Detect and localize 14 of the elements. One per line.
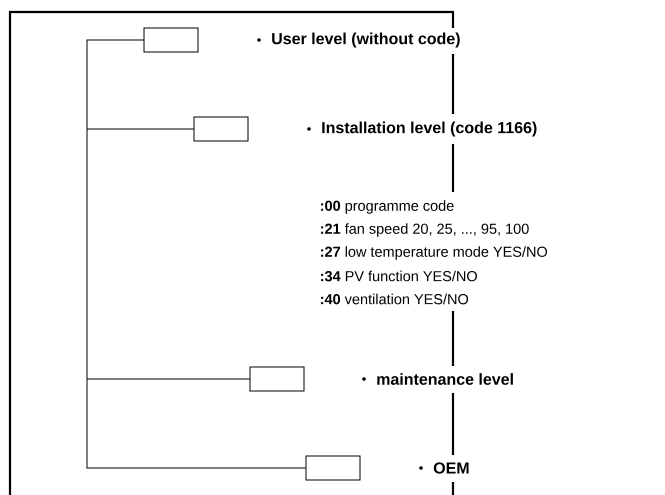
list-item: maintenance level bbox=[362, 371, 516, 387]
parameter-line: :27 low temperature mode YES/NO bbox=[318, 244, 550, 262]
parameter-line: :00 programme code bbox=[318, 198, 456, 216]
empty-box bbox=[250, 366, 304, 392]
empty-box bbox=[194, 116, 248, 142]
parameter-line: :40 ventilation YES/NO bbox=[318, 292, 470, 306]
list-item: OEM bbox=[419, 460, 472, 476]
empty-box bbox=[306, 456, 360, 480]
parameter-line: :34 PV function YES/NO bbox=[318, 269, 480, 283]
empty-box bbox=[144, 28, 198, 52]
list-item: Installation level (code 1166) bbox=[307, 120, 540, 138]
list-item: User level (without code) bbox=[257, 30, 463, 50]
connector-line bbox=[86, 40, 306, 468]
parameter-line: :21 fan speed 20, 25, ..., 95, 100 bbox=[318, 222, 531, 238]
